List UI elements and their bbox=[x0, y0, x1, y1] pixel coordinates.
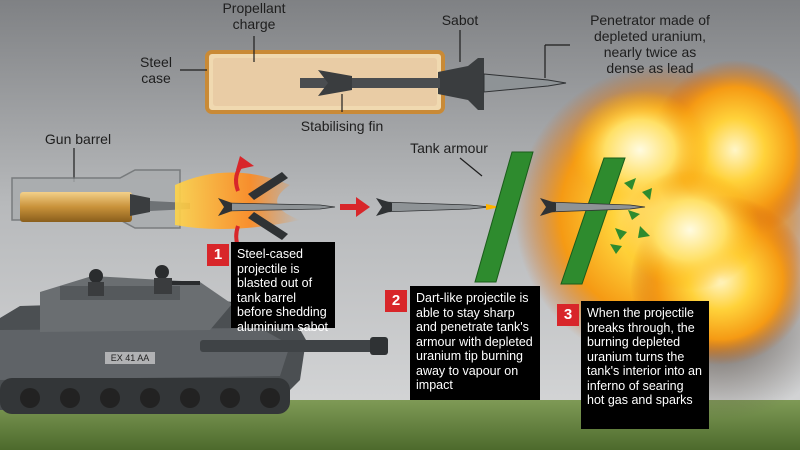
steel-case-label: Steel case bbox=[140, 54, 172, 86]
leader-lines bbox=[73, 30, 570, 182]
step-2-badge: 2 bbox=[385, 290, 407, 312]
penetrator-label: Penetrator made of depleted uranium, nea… bbox=[590, 12, 710, 76]
stabilising-fin-label: Stabilising fin bbox=[300, 118, 384, 134]
sabot-label: Sabot bbox=[441, 12, 479, 28]
step-1-text: Steel-cased projectile is blasted out of… bbox=[231, 242, 335, 334]
cartridge-diagram bbox=[205, 50, 567, 114]
tank-armour-label: Tank armour bbox=[410, 140, 488, 156]
tank-armour-plate-penetrated bbox=[540, 157, 652, 285]
projectile-in-flight bbox=[376, 198, 500, 216]
propellant-charge-label: Propellant charge bbox=[222, 0, 286, 32]
tank-armour-plate-intact bbox=[474, 151, 534, 283]
tank bbox=[0, 265, 388, 414]
step-3-badge: 3 bbox=[557, 304, 579, 326]
step-2-text: Dart-like projectile is able to stay sha… bbox=[410, 286, 540, 400]
step-3-text: When the projectile breaks through, the … bbox=[581, 301, 709, 429]
tank-plate: EX 41 AA bbox=[110, 353, 150, 363]
gun-barrel-label: Gun barrel bbox=[44, 131, 112, 147]
motion-arrow bbox=[340, 197, 370, 217]
gun-barrel bbox=[11, 169, 300, 229]
tank-wheels bbox=[20, 388, 280, 408]
step-1-badge: 1 bbox=[207, 244, 229, 266]
